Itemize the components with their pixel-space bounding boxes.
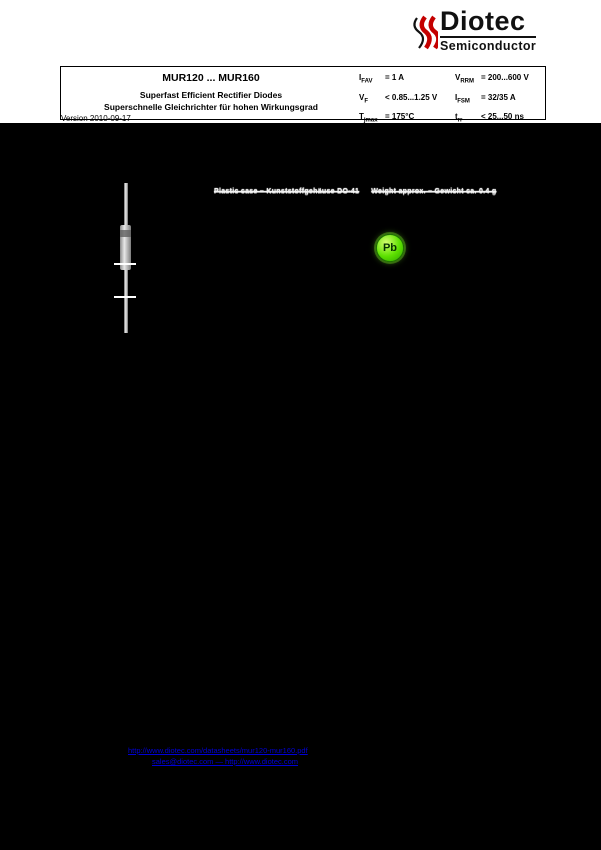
specs-column-left: IFAV = 1 A VF < 0.85...1.25 V Tjmax = 17… [359, 70, 455, 123]
part-number-title: MUR120 ... MUR160 [162, 72, 260, 84]
brand-subtitle: Semiconductor [440, 36, 537, 53]
spec-value: < 25...50 ns [481, 112, 524, 122]
specs-column-right: VRRM = 200...600 V IFSM = 32/35 A trr < … [455, 70, 545, 123]
spec-symbol: VF [359, 92, 369, 105]
spec-subscript: RRM [460, 78, 475, 85]
footer-link-datasheet[interactable]: http://www.diotec.com/datasheets/mur120-… [128, 746, 308, 755]
spec-symbol: IFAV [359, 73, 373, 85]
pb-free-label: Pb [382, 242, 398, 254]
paper-header: Diotec Semiconductor MUR120 ... MUR160 S… [0, 0, 601, 123]
spec-value: = 175°C [385, 112, 415, 122]
spec-symbol: IFSM [455, 92, 470, 105]
spec-row-ifav: IFAV = 1 A [359, 70, 455, 90]
diotec-mark-icon [413, 15, 438, 50]
spec-row-ifsm: IFSM = 32/35 A [455, 90, 545, 110]
title-area: MUR120 ... MUR160 Superfast Efficient Re… [61, 67, 361, 119]
figure-caption-right: Weight approx. – Gewicht ca. 0.4 g [371, 188, 497, 195]
diotec-logo: Diotec Semiconductor [408, 6, 553, 62]
figure-captions: Plastic case – Kunststoffgehäuse DO-41 W… [214, 188, 546, 195]
spec-subscript: FSM [457, 98, 470, 105]
diode-package-drawing [114, 183, 136, 333]
dimension-mark [114, 296, 136, 298]
diode-body [120, 225, 131, 270]
spec-row-tjmax: Tjmax = 175°C [359, 109, 455, 123]
subtitle-german: Superschnelle Gleichrichter für hohen Wi… [104, 102, 318, 112]
spec-subscript: jmax [363, 117, 378, 123]
revision-text: Version 2010-09-17 [61, 114, 131, 123]
header-box: MUR120 ... MUR160 Superfast Efficient Re… [60, 66, 546, 123]
diode-lead-bottom [124, 270, 128, 333]
pb-free-badge: Pb [376, 234, 404, 262]
cathode-band [120, 230, 131, 237]
diode-lead-top [124, 183, 128, 225]
spec-row-trr: trr < 25...50 ns [455, 109, 545, 123]
spec-value: = 200...600 V [481, 73, 529, 82]
spec-subscript: rr [457, 117, 463, 123]
spec-subscript: F [364, 98, 369, 105]
spec-symbol: VRRM [455, 73, 475, 85]
subtitle-english: Superfast Efficient Rectifier Diodes [139, 90, 283, 100]
figure-caption-left: Plastic case – Kunststoffgehäuse DO-41 [214, 188, 360, 195]
brand-name: Diotec [440, 6, 526, 36]
spec-symbol: trr [455, 112, 463, 123]
spec-symbol: Tjmax [359, 112, 378, 123]
spec-row-vrrm: VRRM = 200...600 V [455, 70, 545, 90]
spec-value: < 0.85...1.25 V [385, 92, 438, 102]
spec-row-vf: VF < 0.85...1.25 V [359, 90, 455, 110]
dimension-mark [114, 263, 136, 265]
spec-subscript: FAV [361, 78, 373, 85]
spec-value: = 1 A [385, 73, 405, 82]
footer-link-contact[interactable]: sales@diotec.com — http://www.diotec.com [152, 757, 299, 766]
spec-value: = 32/35 A [481, 92, 516, 102]
